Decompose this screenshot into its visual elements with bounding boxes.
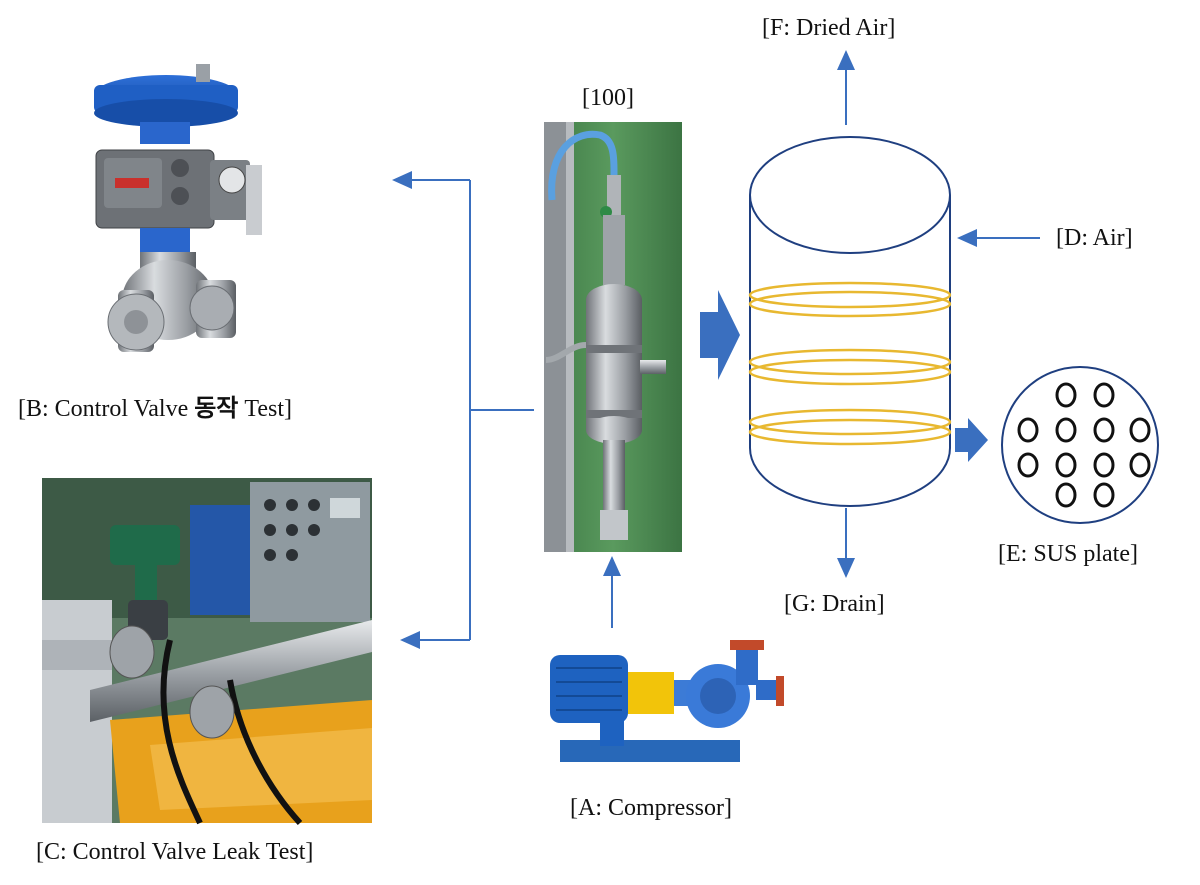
arrow-to-b-head: [392, 171, 412, 189]
label-sus-plate: [E: SUS plate]: [998, 542, 1138, 566]
arrow-d-head: [957, 229, 977, 247]
arrow-f-head: [837, 50, 855, 70]
label-air: [D: Air]: [1056, 226, 1133, 250]
label-valve-test-korean: 동작: [194, 394, 238, 422]
label-drain: [G: Drain]: [784, 592, 885, 616]
block-arrow-vessel-to-plate: [955, 418, 988, 462]
dryer-unit-photo: [544, 122, 682, 552]
sus-plate: [1002, 367, 1158, 523]
label-100: [100]: [582, 86, 634, 110]
arrow-a-to-100-head: [603, 556, 621, 576]
arrow-g-head: [837, 558, 855, 578]
vessel: [750, 137, 950, 506]
label-leak-test: [C: Control Valve Leak Test]: [36, 840, 313, 864]
label-valve-test-prefix: [B: Control Valve: [18, 396, 194, 422]
block-arrow-100-to-vessel: [700, 290, 740, 380]
label-valve-test-suffix: Test]: [238, 396, 292, 422]
label-dried-air: [F: Dried Air]: [762, 16, 895, 40]
label-valve-test: [B: Control Valve 동작 Test]: [18, 396, 292, 421]
control-valve-photo: [94, 64, 262, 352]
cooling-coil: [750, 283, 950, 444]
label-compressor: [A: Compressor]: [570, 796, 732, 820]
leak-test-photo: [42, 478, 372, 823]
arrow-to-c-head: [400, 631, 420, 649]
compressor-photo: [550, 640, 784, 762]
